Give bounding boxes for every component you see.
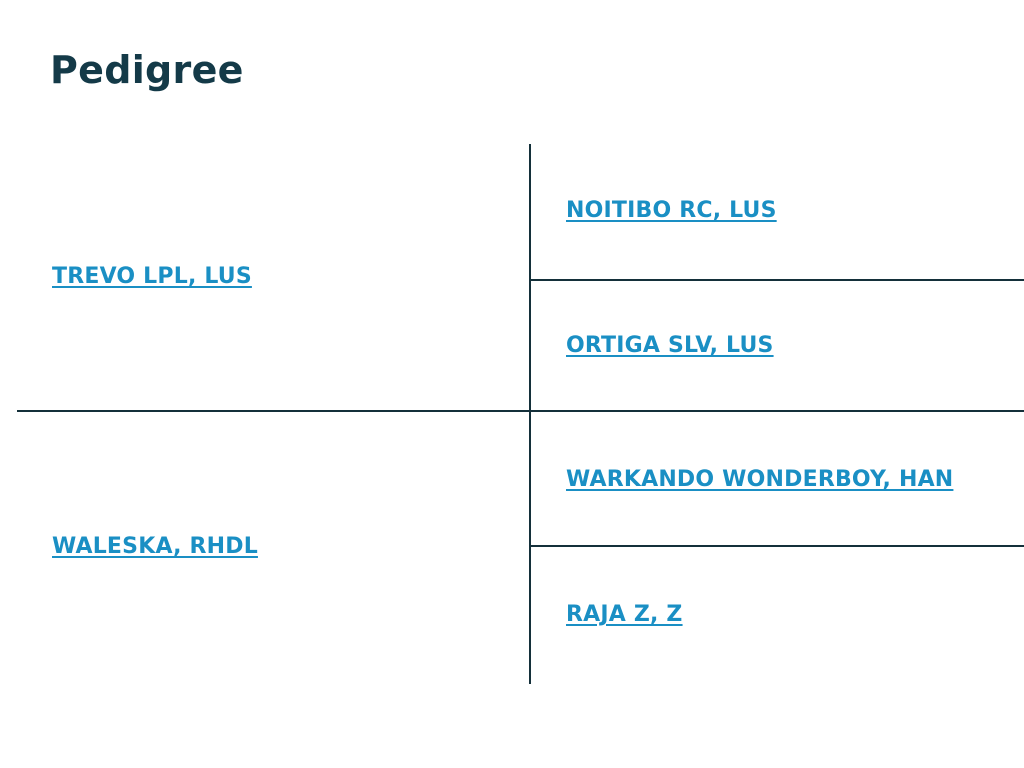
maternal-grandsire-link[interactable]: WARKANDO WONDERBOY, HAN	[566, 467, 954, 492]
dam-link[interactable]: WALESKA, RHDL	[52, 534, 258, 559]
pedigree-divider-vertical	[529, 144, 531, 684]
pedigree-divider-middle	[17, 410, 1024, 412]
maternal-granddam-link[interactable]: RAJA Z, Z	[566, 602, 683, 627]
pedigree-divider-dam-line	[531, 545, 1024, 547]
paternal-granddam-link[interactable]: ORTIGA SLV, LUS	[566, 333, 774, 358]
page-title: Pedigree	[50, 48, 244, 92]
paternal-grandsire-link[interactable]: NOITIBO RC, LUS	[566, 198, 777, 223]
sire-link[interactable]: TREVO LPL, LUS	[52, 264, 252, 289]
pedigree-divider-sire-line	[531, 279, 1024, 281]
